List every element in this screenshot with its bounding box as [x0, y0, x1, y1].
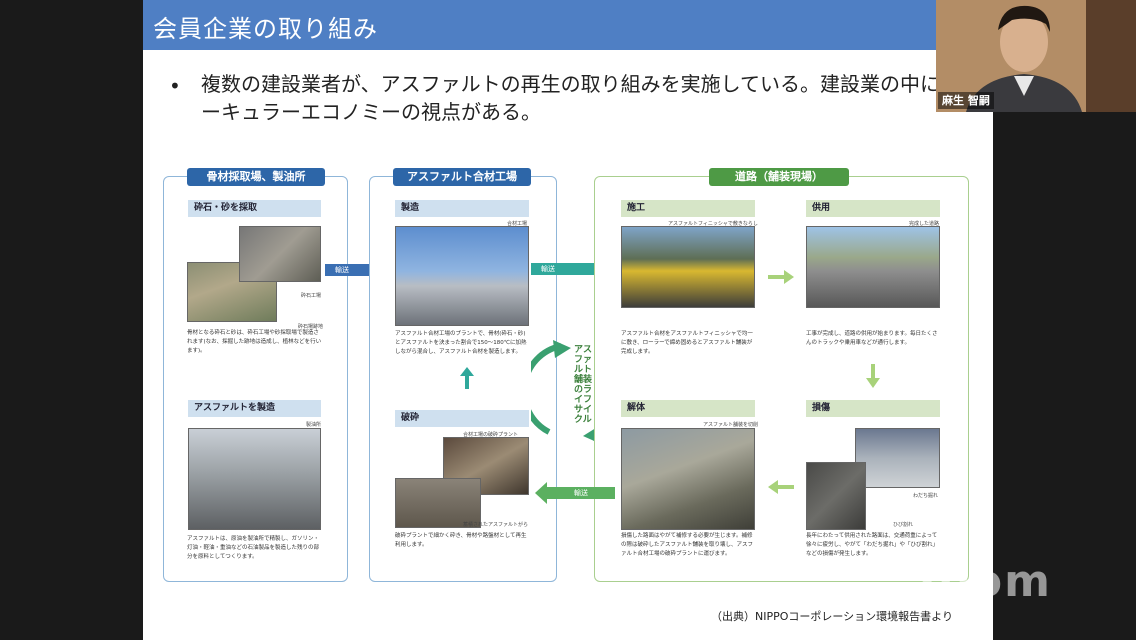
- construction-photo: [621, 226, 755, 308]
- caption-refinery: 製油所: [306, 422, 322, 428]
- bullet-marker: •: [169, 74, 181, 98]
- desc-refinery: アスファルトは、原油を製油所で精製し、ガソリン・灯油・軽油・重油などの石油製品を…: [187, 536, 320, 560]
- caption-crushing-plant-2: 合材工場の破砕プラント: [463, 432, 519, 438]
- section-asphalt-make-heading: アスファルトを製造: [188, 400, 321, 417]
- desc-demolition: 損傷した路面はやがて補修する必要が生じます。補修の際は破砕したアスファルト舗装を…: [621, 533, 754, 557]
- panel-road-title: 道路（舗装現場）: [709, 168, 849, 186]
- section-damage-heading: 損傷: [806, 400, 940, 417]
- caption-crushing-plant: 砕石工場: [301, 293, 322, 299]
- panel-raw-materials-title: 骨材採取場、製油所: [187, 168, 325, 186]
- rutting-photo: [855, 428, 940, 488]
- refinery-photo: [188, 428, 321, 530]
- transport-arrow-3: 輸送: [535, 482, 615, 504]
- caption-completed-road: 完成した道路: [909, 221, 940, 227]
- slide-header: 会員企業の取り組み: [143, 0, 993, 50]
- demolition-photo: [621, 428, 755, 530]
- arrow-left-icon: [768, 480, 794, 494]
- crushing-plant-photo: [239, 226, 321, 282]
- caption-quarry-site: 砕石場跡地: [298, 324, 324, 330]
- desc-quarry: 骨材となる砕石と砂は、砕石工場や砂採取場で製造されます(なお、採掘した跡地は造成…: [187, 330, 322, 354]
- bullet-text: 複数の建設業者が、アスファルトの再生の取り組みを実施している。建設業の中にもサー…: [201, 72, 980, 124]
- asphalt-rubble-photo: [395, 478, 481, 528]
- participant-avatar-icon: [936, 0, 1136, 112]
- desc-service: 工事が完成し、道路の供用が始まります。毎日たくさんのトラックや乗用車などが通行し…: [806, 331, 938, 346]
- caption-cracking: ひび割れ: [893, 522, 914, 528]
- section-manufacture-heading: 製造: [395, 200, 529, 217]
- section-quarry-heading: 砕石・砂を採取: [188, 200, 321, 217]
- caption-asphalt-rubble: 蓄積されたアスファルトがら: [463, 522, 529, 528]
- desc-damage: 長年にわたって供用された路面は、交通荷重によって徐々に疲労し、やがて「わだち掘れ…: [806, 533, 939, 557]
- caption-milling: アスファルト舗装を切削: [703, 422, 759, 428]
- caption-finisher: アスファルトフィニッシャで敷きならし: [668, 221, 758, 227]
- mix-plant-photo: [395, 226, 529, 326]
- arrow-right-icon: [768, 270, 794, 284]
- participant-video[interactable]: [936, 0, 1136, 112]
- cracking-photo: [806, 462, 866, 530]
- section-construction-heading: 施工: [621, 200, 755, 217]
- slide-title: 会員企業の取り組み: [153, 15, 378, 43]
- section-crush-heading: 破砕: [395, 410, 529, 427]
- source-citation: （出典）NIPPOコーポレーション環境報告書より: [711, 610, 953, 623]
- zoom-watermark: zoom: [912, 556, 1052, 607]
- panel-asphalt-plant-title: アスファルト合材工場: [393, 168, 531, 186]
- arrow-down-icon: [866, 364, 880, 388]
- arrow-up-icon: [460, 367, 474, 389]
- shared-slide: 会員企業の取り組み • 複数の建設業者が、アスファルトの再生の取り組みを実施して…: [143, 0, 993, 640]
- section-service-heading: 供用: [806, 200, 940, 217]
- participant-name-tag: 麻生 智嗣: [938, 92, 994, 109]
- road-photo: [806, 226, 940, 308]
- section-demolition-heading: 解体: [621, 400, 755, 417]
- caption-mix-plant: 合材工場: [507, 221, 528, 227]
- transport-arrow-2: 輸送: [531, 258, 607, 280]
- caption-rutting: わだち掘れ: [913, 493, 939, 499]
- desc-crush: 破砕プラントで細かく砕き、骨材や路盤材として再生利用します。: [395, 533, 527, 548]
- left-letterbox: [0, 0, 143, 640]
- desc-manufacture: アスファルト合材工場のプラントで、骨材(砕石・砂)とアスファルトを決まった割合で…: [395, 331, 527, 355]
- lifecycle-label: アスファルト舗装のライフサイクル: [574, 345, 593, 425]
- desc-construction: アスファルト合材をアスファルトフィニッシャで均一に敷き、ローラーで締め固めるとア…: [621, 331, 753, 355]
